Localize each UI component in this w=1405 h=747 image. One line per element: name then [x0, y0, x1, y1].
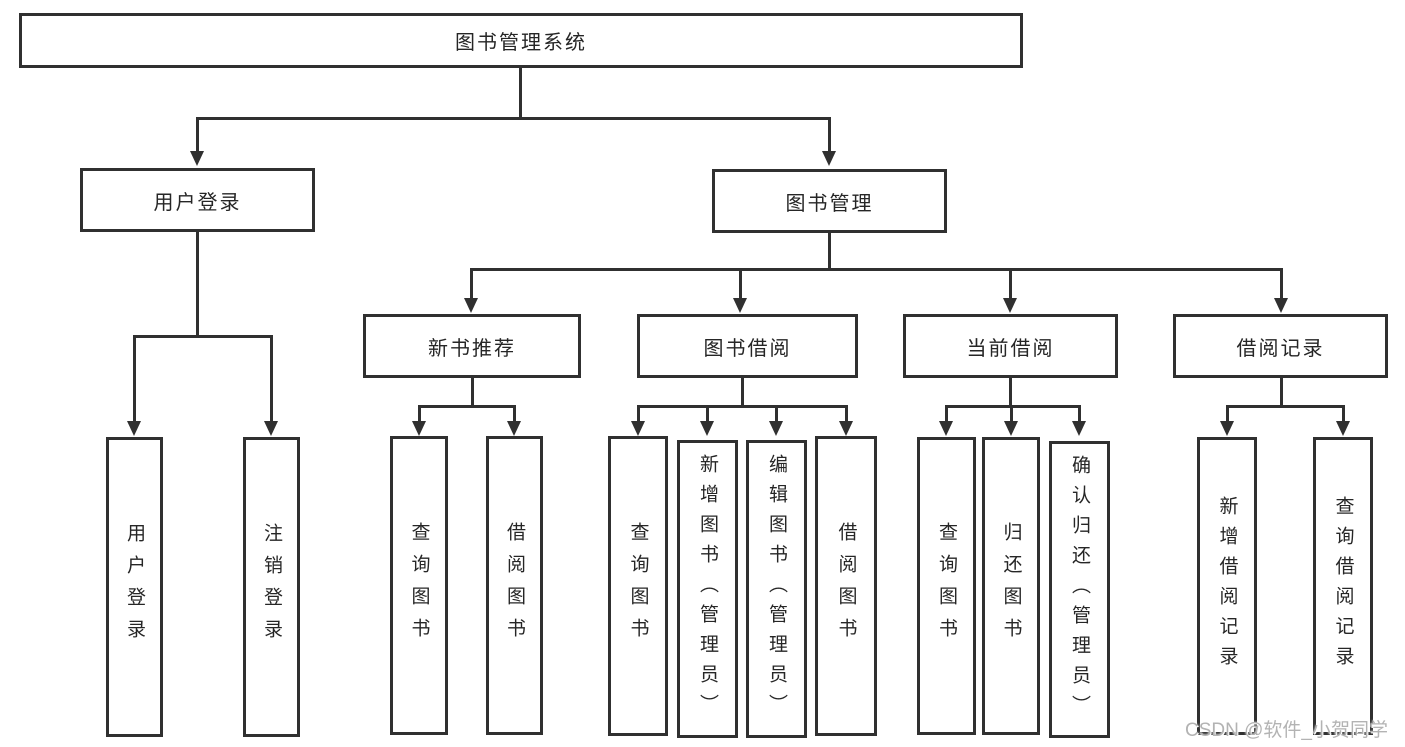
node-add-borrow-record: 新增借阅记录	[1197, 437, 1257, 735]
arrow-down-icon	[507, 421, 521, 436]
arrow-down-icon	[264, 421, 278, 436]
node-library-system: 图书管理系统	[19, 13, 1023, 68]
connector-line	[637, 405, 640, 421]
node-query-borrow-record: 查询借阅记录	[1313, 437, 1373, 735]
node-logout: 注销登录	[243, 437, 300, 737]
node-current-borrowing: 当前借阅	[903, 314, 1118, 378]
arrow-down-icon	[939, 421, 953, 436]
node-user-login-leaf: 用户登录	[106, 437, 163, 737]
connector-line	[196, 117, 831, 120]
node-return-books: 归还图书	[982, 437, 1040, 735]
node-query-books: 查询图书	[608, 436, 668, 736]
connector-line	[418, 405, 516, 408]
node-borrow-books: 借阅图书	[486, 436, 543, 735]
connector-line	[741, 378, 744, 406]
node-edit-books-admin: 编辑图书（管理员）	[746, 440, 807, 738]
connector-line	[196, 117, 199, 151]
node-new-book-recommendation: 新书推荐	[363, 314, 581, 378]
connector-line	[470, 268, 473, 298]
node-query-books: 查询图书	[917, 437, 976, 735]
node-add-books-admin: 新增图书（管理员）	[677, 440, 738, 738]
arrow-down-icon	[733, 298, 747, 313]
arrow-down-icon	[190, 151, 204, 166]
arrow-down-icon	[769, 421, 783, 436]
connector-line	[845, 405, 848, 421]
arrow-down-icon	[412, 421, 426, 436]
connector-line	[945, 405, 948, 421]
node-borrowing-records: 借阅记录	[1173, 314, 1388, 378]
connector-line	[270, 335, 273, 421]
connector-line	[513, 405, 516, 421]
watermark-text: CSDN @软件_小贺同学	[1185, 720, 1388, 741]
arrow-down-icon	[631, 421, 645, 436]
connector-line	[706, 405, 709, 421]
arrow-down-icon	[822, 151, 836, 166]
connector-line	[637, 405, 847, 408]
connector-line	[1010, 405, 1013, 421]
connector-line	[1078, 405, 1081, 421]
arrow-down-icon	[127, 421, 141, 436]
arrow-down-icon	[1004, 421, 1018, 436]
arrow-down-icon	[464, 298, 478, 313]
connector-line	[1280, 378, 1283, 406]
connector-line	[1342, 405, 1345, 421]
connector-line	[133, 335, 136, 421]
node-book-borrowing: 图书借阅	[637, 314, 858, 378]
connector-line	[828, 117, 831, 151]
connector-line	[470, 268, 1282, 271]
connector-line	[1280, 268, 1283, 298]
node-confirm-return-admin: 确认归还（管理员）	[1049, 441, 1110, 738]
node-query-books: 查询图书	[390, 436, 448, 735]
node-user-login: 用户登录	[80, 168, 315, 232]
connector-line	[828, 233, 831, 270]
connector-line	[1009, 378, 1012, 406]
connector-line	[418, 405, 421, 421]
arrow-down-icon	[1336, 421, 1350, 436]
connector-line	[133, 335, 273, 338]
connector-line	[1226, 405, 1344, 408]
connector-line	[519, 68, 522, 118]
node-borrow-books: 借阅图书	[815, 436, 877, 736]
arrow-down-icon	[1220, 421, 1234, 436]
arrow-down-icon	[1003, 298, 1017, 313]
arrow-down-icon	[1274, 298, 1288, 313]
node-book-management: 图书管理	[712, 169, 947, 233]
arrow-down-icon	[1072, 421, 1086, 436]
connector-line	[196, 232, 199, 336]
connector-line	[1226, 405, 1229, 421]
arrow-down-icon	[700, 421, 714, 436]
connector-line	[775, 405, 778, 421]
arrow-down-icon	[839, 421, 853, 436]
connector-line	[1009, 268, 1012, 298]
connector-line	[471, 378, 474, 406]
connector-line	[739, 268, 742, 298]
